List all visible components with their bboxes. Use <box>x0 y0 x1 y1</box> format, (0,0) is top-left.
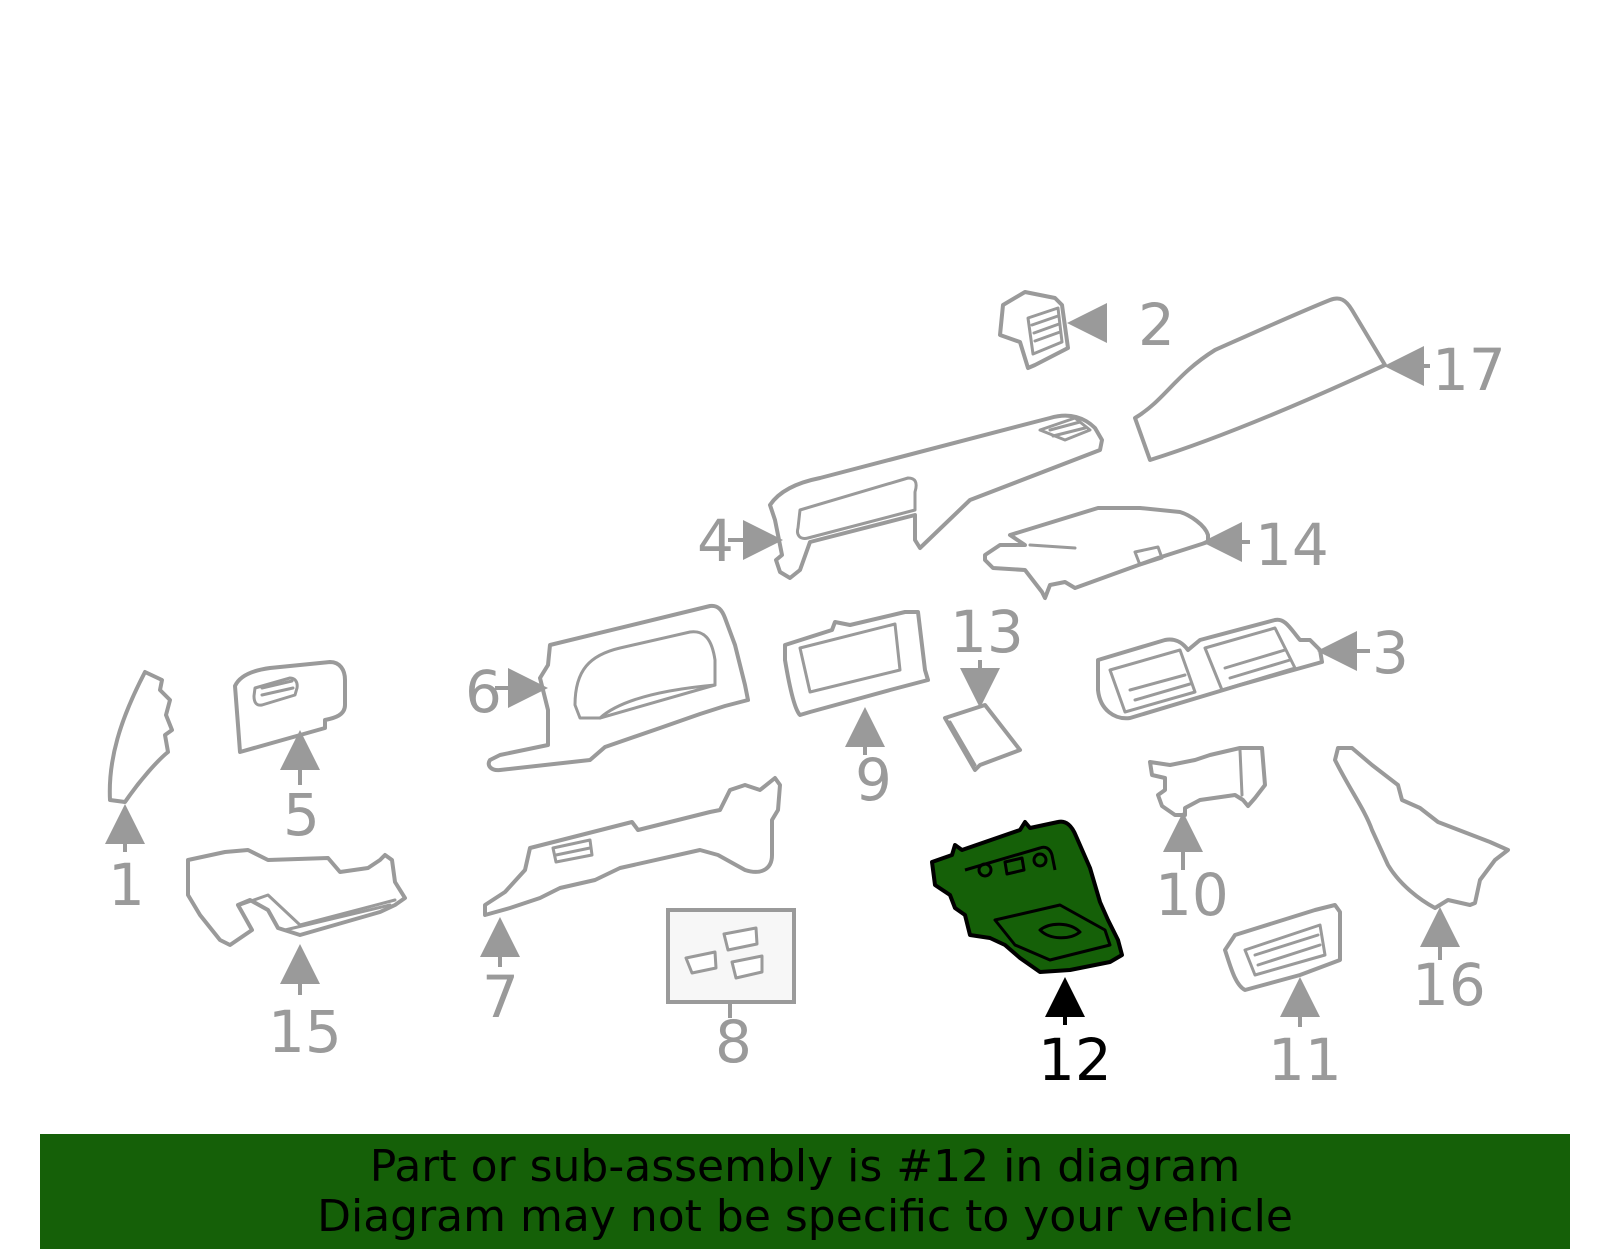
part-12-highlighted[interactable] <box>930 819 1124 1025</box>
callout-13: 13 <box>950 598 1024 666</box>
part-5[interactable] <box>233 660 347 785</box>
banner-line-1: Part or sub-assembly is #12 in diagram <box>369 1141 1241 1192</box>
callout-4: 4 <box>697 507 734 575</box>
part-9[interactable] <box>783 610 930 755</box>
callout-3: 3 <box>1372 619 1409 687</box>
callout-12: 12 <box>1038 1026 1112 1094</box>
part-8[interactable] <box>666 908 796 1018</box>
info-banner: Part or sub-assembly is #12 in diagram D… <box>40 1134 1570 1249</box>
part-17[interactable] <box>1133 296 1430 462</box>
part-1[interactable] <box>105 670 174 852</box>
part-3[interactable] <box>1096 617 1370 721</box>
part-11[interactable] <box>1223 903 1342 1027</box>
part-4[interactable] <box>728 413 1104 580</box>
banner-line-2: Diagram may not be specific to your vehi… <box>317 1191 1293 1242</box>
callout-15: 15 <box>268 998 342 1066</box>
callout-5: 5 <box>283 781 320 849</box>
callout-6: 6 <box>465 658 502 726</box>
callout-2: 2 <box>1138 291 1175 359</box>
callout-1: 1 <box>108 851 145 919</box>
part-15[interactable] <box>186 848 407 995</box>
part-7[interactable] <box>480 776 782 967</box>
part-14[interactable] <box>983 506 1250 600</box>
callout-9: 9 <box>855 746 892 814</box>
part-13[interactable] <box>943 660 1022 772</box>
callout-14: 14 <box>1255 511 1329 579</box>
callout-7: 7 <box>482 963 519 1031</box>
callout-8: 8 <box>715 1008 752 1076</box>
part-16[interactable] <box>1333 746 1510 960</box>
callout-10: 10 <box>1155 861 1229 929</box>
callout-16: 16 <box>1412 951 1486 1019</box>
part-2[interactable] <box>998 290 1107 370</box>
part-6[interactable] <box>486 603 750 773</box>
part-10[interactable] <box>1148 746 1267 870</box>
callout-17: 17 <box>1432 336 1506 404</box>
callout-11: 11 <box>1268 1026 1342 1094</box>
